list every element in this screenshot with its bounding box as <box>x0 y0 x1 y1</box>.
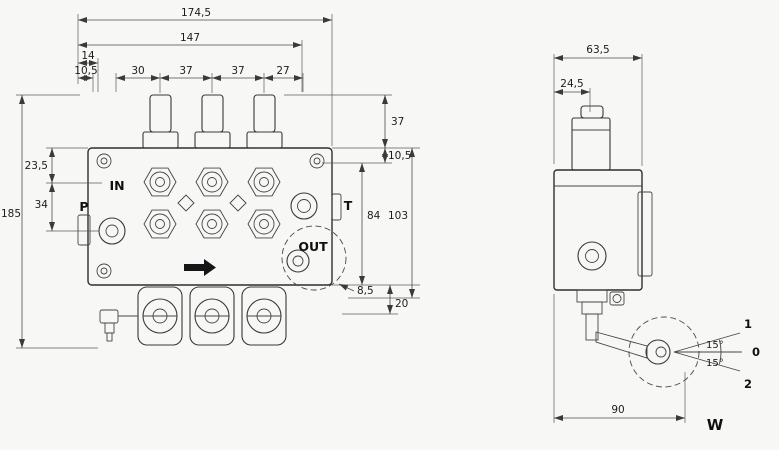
side-view: 63,5 24,5 90 15° 15° 1 0 2 W <box>553 44 760 434</box>
dim-37-b: 37 <box>231 65 244 77</box>
dim-24-5: 24,5 <box>560 78 583 90</box>
port-label-t: T <box>344 198 353 213</box>
angle-15-up: 15° <box>706 340 724 351</box>
port-label-in: IN <box>109 178 124 193</box>
flow-arrow-icon <box>184 259 216 276</box>
dim-10-5-top: 10,5 <box>74 65 97 77</box>
side-valve-body <box>553 105 742 388</box>
dim-27: 27 <box>276 65 289 77</box>
lever-pos-2: 2 <box>744 377 752 391</box>
side-dimension-lines <box>553 54 686 423</box>
phantom-fitting-circle <box>281 225 347 291</box>
dim-20: 20 <box>395 298 408 310</box>
dim-37-a: 37 <box>179 65 192 77</box>
dim-90: 90 <box>611 404 624 416</box>
front-valve-body <box>77 94 347 346</box>
dim-34: 34 <box>35 199 49 211</box>
dim-63-5: 63,5 <box>586 44 609 56</box>
dim-84: 84 <box>367 210 381 222</box>
handle-label-w: W <box>707 416 724 434</box>
dim-14: 14 <box>81 50 95 62</box>
dim-8-5: 8,5 <box>357 285 374 297</box>
dim-30: 30 <box>131 65 144 77</box>
front-view: 174,5 147 14 10,5 30 37 37 27 37 10,5 84… <box>1 7 420 349</box>
dim-total-width: 174,5 <box>181 7 211 19</box>
lever-travel-lines <box>673 332 742 372</box>
dim-37-right: 37 <box>391 116 404 128</box>
lever-pos-0: 0 <box>752 345 760 359</box>
dim-185: 185 <box>1 208 21 220</box>
angle-15-down: 15° <box>706 358 724 369</box>
front-dimension-lines <box>16 14 420 349</box>
lever-pos-1: 1 <box>744 317 752 331</box>
dim-23-5: 23,5 <box>25 160 48 172</box>
port-label-out: OUT <box>298 239 328 254</box>
dim-103: 103 <box>388 210 408 222</box>
dim-10-5-right: 10,5 <box>388 150 411 162</box>
dim-147: 147 <box>180 32 200 44</box>
port-label-p: P <box>79 199 88 214</box>
